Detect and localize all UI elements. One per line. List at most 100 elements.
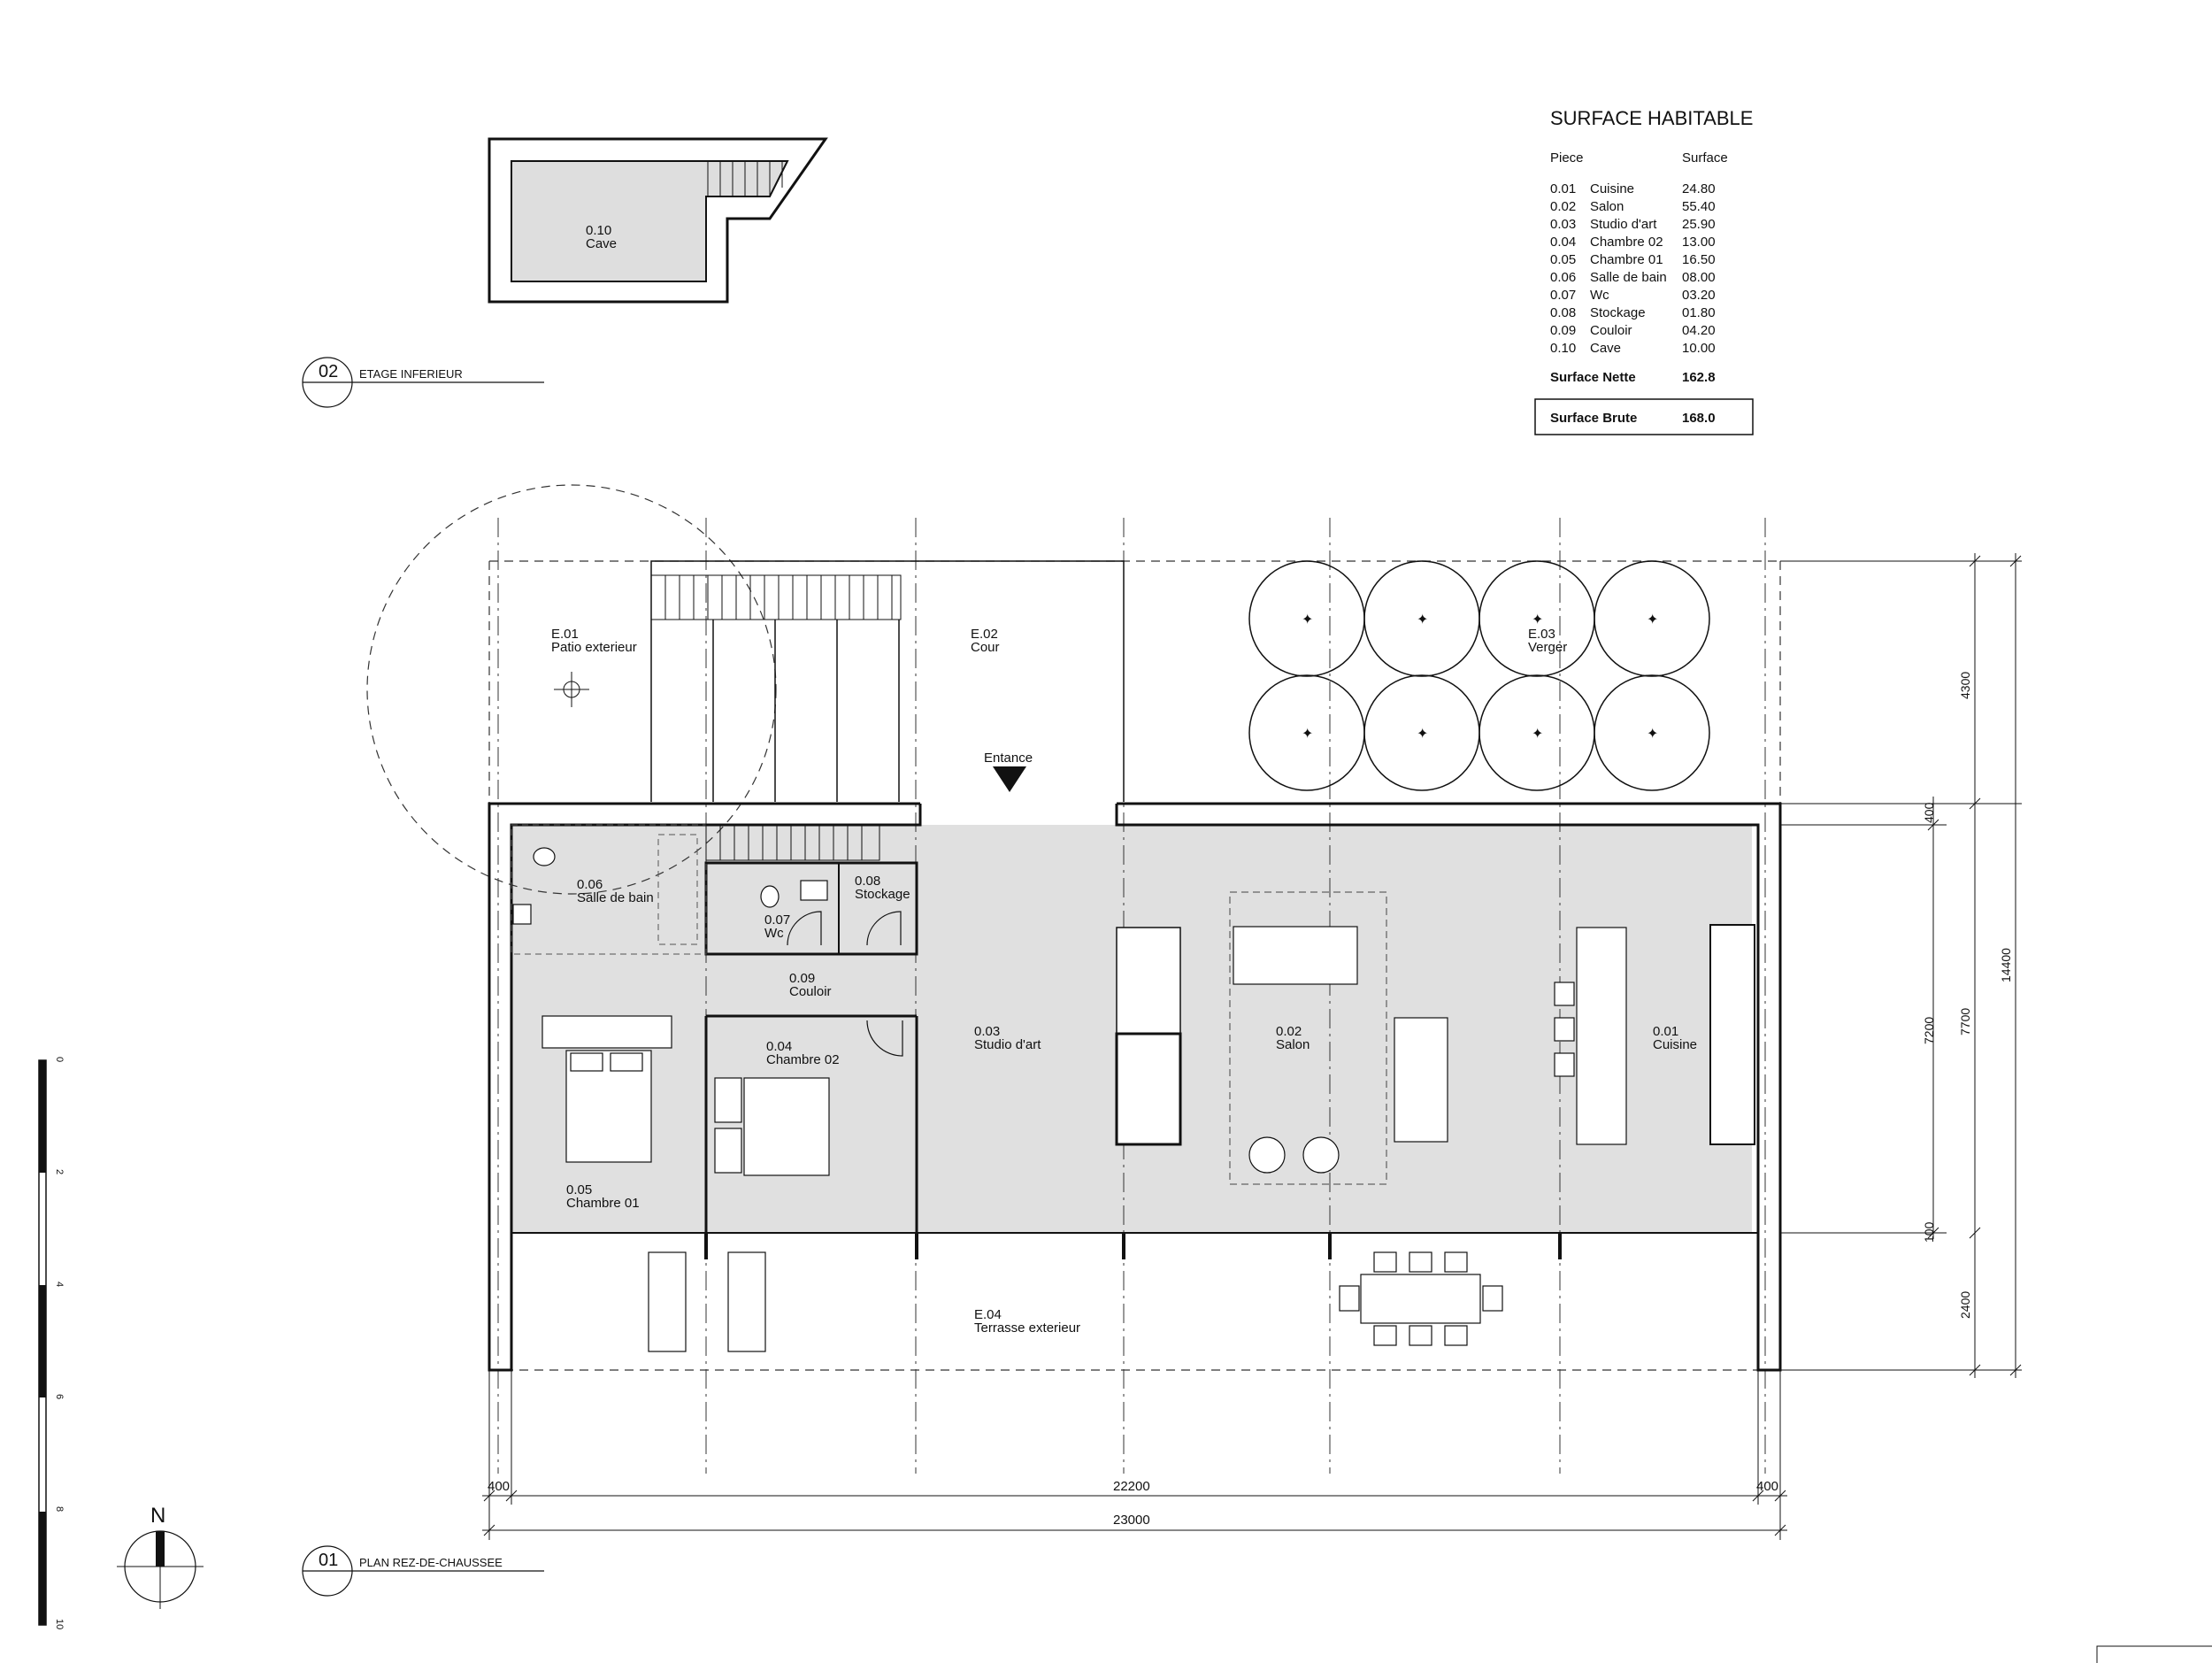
studio-code: 0.03 xyxy=(974,1024,1000,1039)
sink-icon xyxy=(512,904,532,925)
svg-text:0.10: 0.10 xyxy=(1550,341,1576,356)
dim-14400: 14400 xyxy=(1999,948,2013,982)
chambre01-code: 0.05 xyxy=(566,1182,592,1197)
svg-text:Stockage: Stockage xyxy=(1590,305,1646,320)
tree-canopy-circle xyxy=(366,484,777,895)
north-label: N xyxy=(150,1504,165,1528)
cave-room-fill xyxy=(511,160,789,282)
svg-text:Salle de bain: Salle de bain xyxy=(1590,270,1667,285)
salon-name: Salon xyxy=(1276,1037,1310,1052)
dim-400: 400 xyxy=(1922,802,1936,823)
svg-text:0.06: 0.06 xyxy=(1550,270,1576,285)
svg-text:0.01: 0.01 xyxy=(1550,181,1576,196)
svg-text:0.03: 0.03 xyxy=(1550,217,1576,232)
bedroom01-bed xyxy=(541,1015,672,1163)
cave-code: 0.10 xyxy=(586,223,611,238)
svg-text:25.90: 25.90 xyxy=(1682,217,1716,232)
svg-text:13.00: 13.00 xyxy=(1682,235,1716,250)
title-ground-label: PLAN REZ-DE-CHAUSSEE xyxy=(359,1556,503,1569)
legend-row: 0.10 Cave 10.00 xyxy=(1550,341,1716,356)
bedroom02-bed xyxy=(714,1077,830,1176)
svg-text:✦: ✦ xyxy=(1302,612,1313,627)
room-labels: 0.06 Salle de bain 0.07 Wc 0.08 Stockage… xyxy=(566,874,1697,1336)
svg-text:08.00: 08.00 xyxy=(1682,270,1716,285)
legend-row: 0.03 Studio d'art 25.90 xyxy=(1550,217,1716,232)
svg-text:✦: ✦ xyxy=(1647,612,1658,627)
studio-name: Studio d'art xyxy=(974,1037,1041,1052)
svg-text:Cave: Cave xyxy=(1590,341,1621,356)
svg-text:✦: ✦ xyxy=(1532,612,1543,627)
interior-stair xyxy=(705,824,880,861)
svg-text:Studio d'art: Studio d'art xyxy=(1590,217,1657,232)
scale-label: 10 xyxy=(54,1619,65,1629)
chambre01-name: Chambre 01 xyxy=(566,1196,640,1211)
legend-col-surface: Surface xyxy=(1682,150,1728,166)
terrace-furniture xyxy=(648,1251,1503,1352)
title-lower-num: 02 xyxy=(319,362,338,381)
verger-code: E.03 xyxy=(1528,627,1555,642)
svg-text:0.04: 0.04 xyxy=(1550,235,1576,250)
wc-toilet-icon xyxy=(760,885,780,908)
svg-text:0.08: 0.08 xyxy=(1550,305,1576,320)
stockage-name: Stockage xyxy=(855,887,910,902)
sdb-dashed-outline xyxy=(511,824,707,955)
court-walls xyxy=(650,560,1125,802)
cave-name: Cave xyxy=(586,236,617,251)
svg-text:Chambre 02: Chambre 02 xyxy=(1590,235,1663,250)
salon-code: 0.02 xyxy=(1276,1024,1302,1039)
patio-tree-symbol xyxy=(554,672,589,707)
svg-text:Chambre 01: Chambre 01 xyxy=(1590,252,1663,267)
svg-text:Wc: Wc xyxy=(1590,288,1609,303)
dimension-lines-bottom xyxy=(482,1370,1787,1540)
legend-row: 0.04 Chambre 02 13.00 xyxy=(1550,235,1716,250)
dimension-labels-bottom: 400 22200 400 23000 xyxy=(488,1479,1778,1528)
svg-text:55.40: 55.40 xyxy=(1682,199,1716,214)
couloir-name: Couloir xyxy=(789,984,832,999)
dim-7700: 7700 xyxy=(1958,1008,1972,1036)
svg-text:0.09: 0.09 xyxy=(1550,323,1576,338)
orchard-trees xyxy=(1248,560,1710,791)
scale-label: 4 xyxy=(54,1282,65,1287)
lower-floor-plan: 0.10 Cave xyxy=(488,137,828,304)
patio-code: E.01 xyxy=(551,627,579,642)
cour-code: E.02 xyxy=(971,627,998,642)
title-lower-floor: 02 ETAGE INFERIEUR xyxy=(302,357,544,408)
terrasse-code: E.04 xyxy=(974,1307,1002,1322)
legend-row: 0.09 Couloir 04.20 xyxy=(1550,323,1716,338)
dim-right-400: 400 xyxy=(1756,1479,1778,1494)
svg-text:Couloir: Couloir xyxy=(1590,323,1632,338)
exterior-stair xyxy=(650,574,902,620)
svg-text:01.80: 01.80 xyxy=(1682,305,1716,320)
dim-23000: 23000 xyxy=(1113,1513,1150,1528)
dimension-lines-right xyxy=(1780,553,2022,1378)
grid-axes xyxy=(497,518,1766,1474)
sdb-name: Salle de bain xyxy=(577,890,654,905)
wc-code: 0.07 xyxy=(764,912,790,928)
facade-posts xyxy=(704,1233,1562,1259)
chambre02-name: Chambre 02 xyxy=(766,1052,840,1067)
svg-text:0.02: 0.02 xyxy=(1550,199,1576,214)
dimension-labels-right: 4300 400 7200 7700 14400 100 2400 xyxy=(1922,672,2013,1319)
svg-text:10.00: 10.00 xyxy=(1682,341,1716,356)
toilet-icon xyxy=(533,847,556,866)
north-arrow-icon: N xyxy=(117,1504,204,1609)
cuisine-code: 0.01 xyxy=(1653,1024,1678,1039)
title-lower-label: ETAGE INFERIEUR xyxy=(359,367,463,381)
svg-text:Cuisine: Cuisine xyxy=(1590,181,1634,196)
svg-text:04.20: 04.20 xyxy=(1682,323,1716,338)
legend-col-piece: Piece xyxy=(1550,150,1584,166)
scale-label: 6 xyxy=(54,1394,65,1399)
cuisine-name: Cuisine xyxy=(1653,1037,1697,1052)
scale-label: 0 xyxy=(54,1057,65,1062)
svg-text:✦: ✦ xyxy=(1417,612,1428,627)
surface-brute-box xyxy=(1534,398,1754,435)
sdb-code: 0.06 xyxy=(577,877,603,892)
surface-brute-value: 168.0 xyxy=(1682,411,1716,426)
svg-text:0.05: 0.05 xyxy=(1550,252,1576,267)
wc-name: Wc xyxy=(764,926,784,941)
scale-bar: 0 2 4 6 8 10 xyxy=(38,1057,65,1629)
